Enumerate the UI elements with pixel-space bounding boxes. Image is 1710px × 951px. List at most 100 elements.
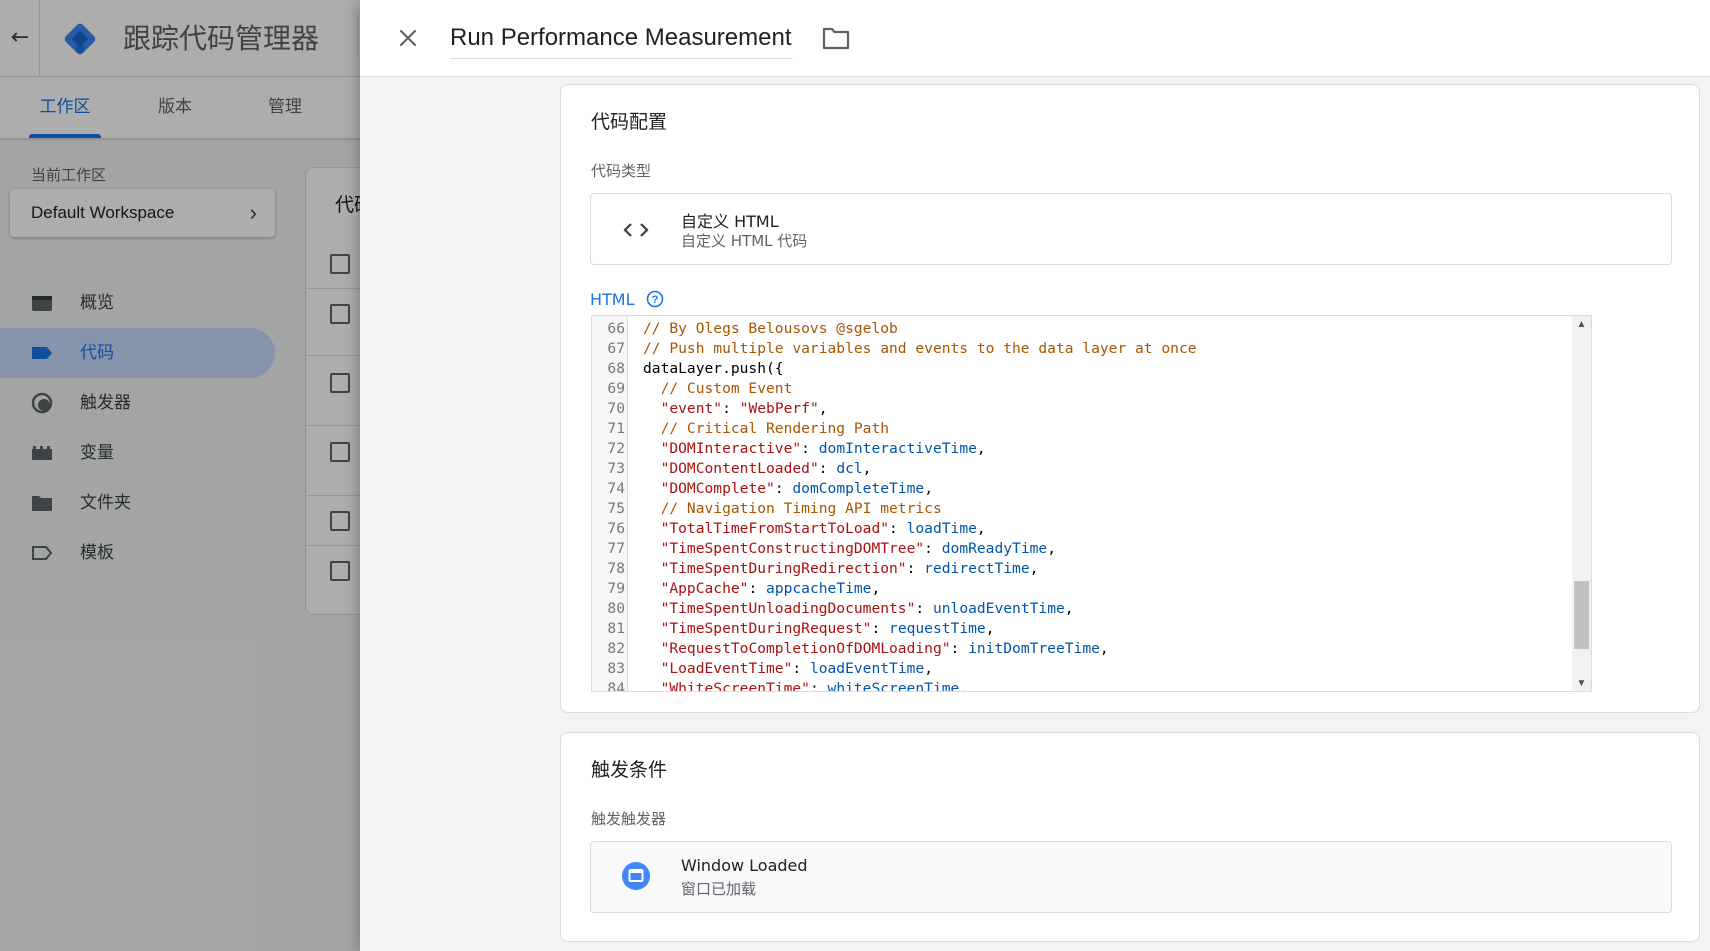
code-token — [643, 620, 661, 637]
sidebar-item-label: 模板 — [80, 543, 114, 563]
code-line: 72 "DOMInteractive": domInteractiveTime, — [592, 439, 1567, 459]
code-token: initDomTreeTime — [968, 640, 1100, 657]
code-token: , — [924, 480, 933, 497]
code-line: 78 "TimeSpentDuringRedirection": redirec… — [592, 559, 1567, 579]
triggering-card: 触发条件 触发触发器 Window Loaded 窗口已加载 — [560, 732, 1700, 942]
code-token: "event" — [660, 400, 723, 417]
code-token: : — [924, 540, 942, 557]
line-number: 83 — [607, 660, 625, 677]
sidebar-item-tags[interactable]: 代码 — [0, 328, 275, 378]
tab-admin[interactable]: 管理 — [268, 97, 302, 117]
sidebar-item-triggers[interactable]: 触发器 — [0, 378, 275, 428]
folder-icon[interactable] — [822, 25, 850, 51]
panel-header: Run Performance Measurement — [360, 0, 1710, 77]
code-token: "LoadEventTime" — [660, 660, 793, 677]
code-text: "RequestToCompletionOfDOMLoading": initD… — [643, 639, 1109, 659]
code-token: dcl — [836, 460, 863, 477]
code-token — [643, 400, 661, 417]
code-token: , — [1064, 600, 1074, 617]
svg-text:?: ? — [652, 294, 659, 306]
window-loaded-trigger-icon — [622, 862, 650, 890]
code-text: "TimeSpentUnloadingDocuments": unloadEve… — [643, 599, 1074, 619]
code-token — [643, 600, 661, 617]
scroll-down-arrow-icon[interactable]: ▼ — [1576, 678, 1587, 689]
tab-workspace[interactable]: 工作区 — [39, 97, 91, 117]
row-checkbox[interactable] — [330, 511, 350, 531]
code-token: "AppCache" — [660, 580, 749, 597]
tag-configuration-card: 代码配置 代码类型 自定义 HTML 自定义 HTML 代码 HTML ? 66… — [560, 84, 1700, 713]
code-text: "TotalTimeFromStartToLoad": loadTime, — [643, 519, 986, 539]
code-token: // Custom Event — [643, 380, 793, 397]
code-token: domCompleteTime — [792, 480, 925, 497]
tag-type-label: 代码类型 — [591, 162, 652, 180]
code-token: // Navigation Timing API metrics — [643, 500, 942, 517]
scrollbar-thumb[interactable] — [1574, 581, 1589, 649]
code-token: : — [871, 620, 890, 637]
code-token: loadEventTime — [809, 660, 925, 677]
row-checkbox[interactable] — [330, 442, 350, 462]
tag-type-name: 自定义 HTML — [681, 212, 779, 231]
line-number-gutter — [592, 316, 628, 691]
workspace-label: 当前工作区 — [31, 166, 107, 184]
close-icon[interactable] — [390, 20, 426, 56]
trigger-name: Window Loaded — [681, 856, 808, 875]
select-all-checkbox[interactable] — [330, 254, 350, 274]
code-token: "WhiteScreenTime" — [660, 680, 810, 692]
sidebar-item-folders[interactable]: 文件夹 — [0, 478, 275, 528]
row-checkbox[interactable] — [330, 373, 350, 393]
code-token: "TotalTimeFromStartToLoad" — [660, 520, 890, 537]
code-token: , — [959, 680, 969, 692]
scroll-up-arrow-icon[interactable]: ▲ — [1576, 319, 1587, 330]
editor-scrollbar[interactable]: ▲ ▼ — [1572, 316, 1591, 691]
code-line: 66// By Olegs Belousovs @sgelob — [592, 319, 1567, 339]
firing-trigger-item[interactable]: Window Loaded 窗口已加载 — [590, 841, 1672, 913]
tag-type-description: 自定义 HTML 代码 — [681, 232, 808, 250]
workspace-name: Default Workspace — [31, 203, 175, 222]
line-number: 77 — [607, 540, 625, 557]
workspace-selector[interactable]: Default Workspace › — [10, 189, 275, 237]
line-number: 69 — [607, 380, 625, 397]
code-token: : — [818, 460, 837, 477]
tab-versions[interactable]: 版本 — [158, 97, 192, 117]
code-token — [643, 660, 661, 677]
tag-editor-panel: Run Performance Measurement 代码配置 代码类型 自定… — [360, 0, 1710, 951]
help-icon[interactable]: ? — [646, 290, 664, 308]
row-checkbox[interactable] — [330, 561, 350, 581]
sidebar-item-label: 触发器 — [80, 393, 131, 413]
code-line: 83 "LoadEventTime": loadEventTime, — [592, 659, 1567, 679]
code-token: , — [871, 580, 881, 597]
code-token — [643, 540, 661, 557]
line-number: 81 — [607, 620, 625, 637]
code-token: "TimeSpentDuringRequest" — [660, 620, 872, 637]
variable-icon — [32, 446, 52, 460]
code-line: 74 "DOMComplete": domCompleteTime, — [592, 479, 1567, 499]
code-text: "DOMComplete": domCompleteTime, — [643, 479, 933, 499]
sidebar-item-variables[interactable]: 变量 — [0, 428, 275, 478]
code-text: // Navigation Timing API metrics — [643, 499, 942, 519]
line-number: 84 — [607, 680, 625, 692]
code-token: "RequestToCompletionOfDOMLoading" — [660, 640, 951, 657]
code-text: "TimeSpentDuringRequest": requestTime, — [643, 619, 995, 639]
line-number: 68 — [607, 360, 625, 377]
code-text: "LoadEventTime": loadEventTime, — [643, 659, 933, 679]
code-token: : — [906, 560, 925, 577]
code-token: "DOMInteractive" — [660, 440, 802, 457]
code-token: appcacheTime — [766, 580, 872, 597]
code-token — [643, 640, 661, 657]
tag-name-input[interactable]: Run Performance Measurement — [450, 19, 794, 59]
code-text: "DOMContentLoaded": dcl, — [643, 459, 872, 479]
code-token: : — [950, 640, 969, 657]
line-number: 70 — [607, 400, 625, 417]
code-text: "TimeSpentConstructingDOMTree": domReady… — [643, 539, 1056, 559]
row-checkbox[interactable] — [330, 304, 350, 324]
line-number: 73 — [607, 460, 625, 477]
code-token: : — [889, 520, 907, 537]
code-line: 84 "WhiteScreenTime": whiteScreenTime, — [592, 679, 1567, 692]
sidebar-item-overview[interactable]: 概览 — [0, 278, 275, 328]
line-number: 80 — [607, 600, 625, 617]
tag-type-selector[interactable]: 自定义 HTML 自定义 HTML 代码 — [590, 193, 1672, 265]
back-arrow-icon[interactable]: ← — [10, 25, 30, 50]
sidebar-item-templates[interactable]: 模板 — [0, 528, 275, 578]
code-token: : — [774, 480, 793, 497]
